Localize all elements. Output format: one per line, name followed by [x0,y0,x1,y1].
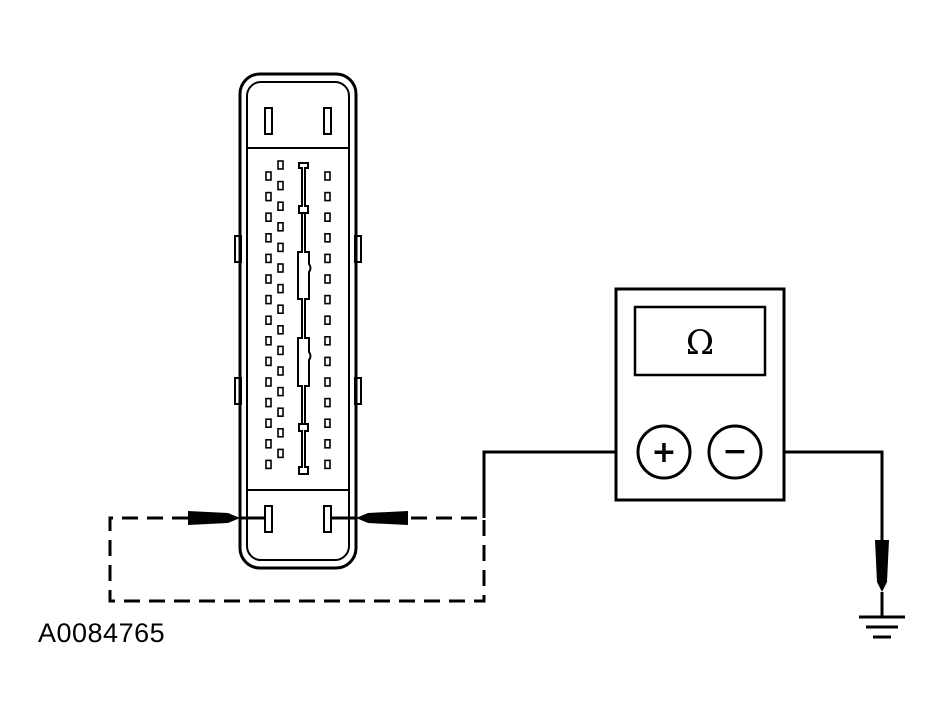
pin-cavity-11 [265,397,272,408]
pin-cavity-25 [277,366,284,376]
probe-left-tip [188,511,240,525]
ground-symbol-icon [859,615,905,639]
connector-pin-cavities [265,160,331,470]
pin-cavity-16 [277,180,284,191]
pin-cavity-17 [277,201,284,211]
probe-left [188,511,265,525]
pin-cavity-23 [277,324,284,335]
positive-terminal [636,424,692,480]
connector-power-pin-top-right [323,107,332,135]
connector-latch-left-upper [234,235,242,263]
dashed-jumper-wire [108,516,486,603]
pin-cavity-4 [265,253,272,264]
meter-display [633,305,767,377]
pin-cavity-19 [277,242,284,253]
negative-terminal-label: − [722,434,747,469]
pin-cavity-44 [324,459,331,470]
positive-terminal-label: + [651,435,676,470]
ground-probe [875,540,889,616]
pin-cavity-0 [265,171,272,181]
ohm-symbol: Ω [686,323,714,363]
pin-cavity-27 [277,407,284,418]
ground-probe-tip [875,540,889,592]
pin-cavity-6 [265,294,272,305]
pin-cavity-30 [324,171,331,181]
pin-cavity-28 [277,427,284,438]
probe-right [331,511,408,525]
pin-cavity-29 [277,448,284,459]
pin-cavity-40 [324,377,331,387]
pin-cavity-10 [265,377,272,387]
pin-cavity-9 [265,356,272,367]
module-connector [234,72,362,570]
pin-cavity-37 [324,315,331,326]
pin-cavity-24 [277,345,284,356]
probe-right-tip [356,511,408,525]
negative-terminal [707,424,763,480]
pin-cavity-22 [277,304,284,315]
pin-cavity-3 [265,233,272,243]
connector-latch-right-lower [354,377,362,405]
pin-cavity-41 [324,397,331,408]
pin-cavity-31 [324,191,331,202]
pin-cavity-15 [277,160,284,170]
connector-power-pin-top-left [264,107,273,135]
connector-test-pin-right [323,505,332,533]
pin-cavity-18 [277,222,284,232]
pin-cavity-38 [324,335,331,346]
pin-cavity-21 [277,283,284,294]
pin-cavity-14 [265,459,272,470]
pin-cavity-36 [324,294,331,305]
pin-cavity-1 [265,191,272,202]
connector-latch-left-lower [234,377,242,405]
pin-cavity-32 [324,212,331,222]
pin-cavity-13 [265,438,272,449]
connector-test-pin-left [264,505,273,533]
pin-cavity-12 [265,418,272,429]
pin-cavity-35 [324,274,331,284]
pin-cavity-39 [324,356,331,367]
connector-inner-shell [246,81,350,561]
negative-lead-wire [761,450,884,540]
pin-cavity-33 [324,233,331,243]
pin-cavity-26 [277,386,284,397]
connector-center-key [297,162,312,475]
pin-cavity-43 [324,438,331,449]
connector-latch-right-upper [354,235,362,263]
pin-cavity-20 [277,263,284,273]
ohmmeter: Ω + − [614,287,786,502]
positive-lead-wire [482,450,637,518]
pin-cavity-2 [265,212,272,222]
pin-cavity-5 [265,274,272,284]
pin-cavity-8 [265,335,272,346]
connector-outer-shell [238,72,358,570]
figure-id-label: A0084765 [38,618,166,648]
pin-cavity-42 [324,418,331,429]
pin-cavity-34 [324,253,331,264]
pin-cavity-7 [265,315,272,326]
